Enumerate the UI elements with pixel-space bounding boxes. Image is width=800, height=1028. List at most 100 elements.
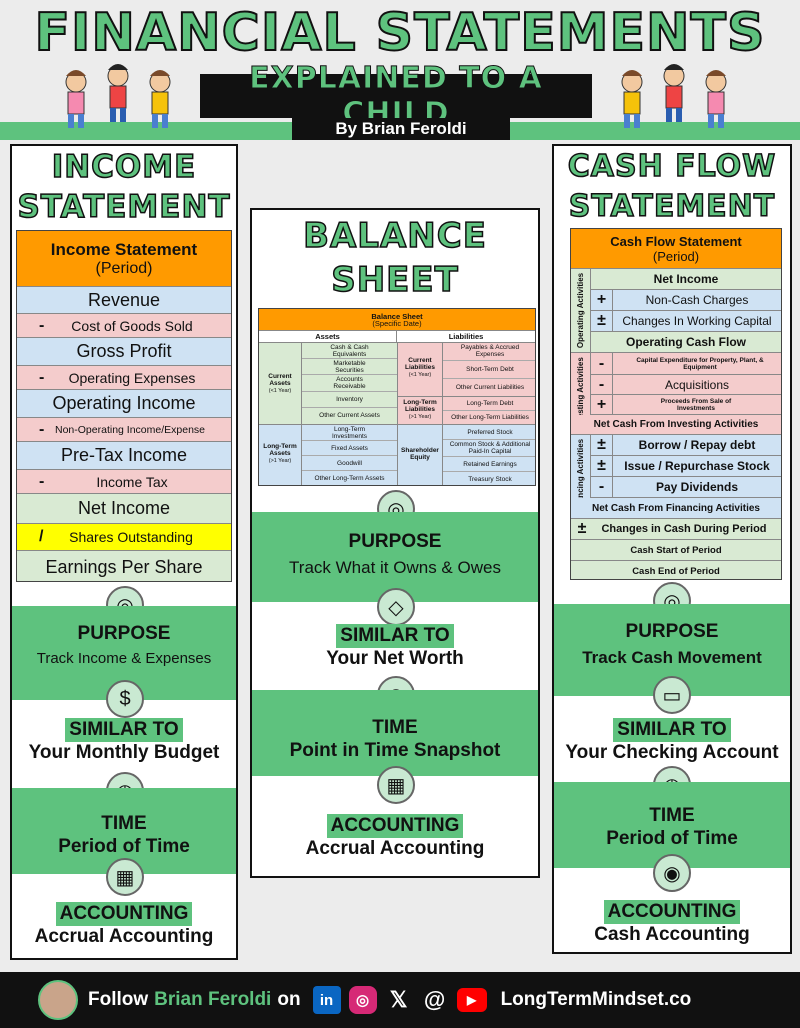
bs-lta-other: Other Long-Term Assets [314,475,385,482]
balance-similar-text: Your Net Worth [326,648,464,669]
bs-equity: Shareholder Equity [401,447,439,461]
instagram-icon[interactable]: ◎ [348,986,377,1014]
calculator-icon: ▦ [106,858,144,896]
bs-lt-liab-group: Long-Term Liabilities(>1 Year) Long-Term… [398,397,535,425]
income-time-section: TIME Period of Time [12,788,236,874]
is-operating-income: Operating Income [52,393,196,413]
is-table-header: Income Statement (Period) [17,231,231,287]
diamond-icon: ◇ [377,588,415,626]
plus-sign: + [591,290,613,310]
cf-row-ocf: Operating Cash Flow [591,332,781,353]
balance-time-label: TIME [368,716,422,740]
cf-operating-side: Operating Activities [571,269,591,353]
bs-lt-liab-label: Long-Term Liabilities(>1 Year) [400,399,440,421]
bs-eq-treasury: Treasury Stock [468,476,512,483]
cf-row-proceeds: +Proceeds From Sale of Investments [591,395,781,415]
income-statement-table: Income Statement (Period) Revenue -Cost … [16,230,232,582]
balance-accounting-text: Accrual Accounting [305,838,485,859]
income-accounting-text: Accrual Accounting [34,926,214,947]
is-pretax-income: Pre-Tax Income [60,445,188,465]
cf-row-cash-end: Cash End of Period [571,561,781,579]
balance-similar-section: SIMILAR TO Your Net Worth [252,624,538,690]
bs-equity-group: Shareholder Equity Preferred Stock Commo… [398,425,535,485]
subtitle-box: EXPLAINED TO A CHILD [200,61,592,132]
plus-minus-sign: ± [591,456,613,476]
plus-sign: + [591,395,613,414]
bs-lt-assets: Long-Term Assets [263,443,297,457]
footer-name[interactable]: Brian Feroldi [154,989,272,1010]
cf-row-net-financing: Net Cash From Financing Activities [571,498,781,519]
cf-cash-end: Cash End of Period [632,565,720,577]
bs-table-header: Balance Sheet (Specific Date) [259,309,535,331]
cash-heading-2: STATEMENT [568,188,776,225]
cash-purpose-text: Track Cash Movement [582,648,762,667]
cf-issue: Issue / Repurchase Stock [624,459,770,473]
cf-net-investing: Net Cash From Investing Activities [593,419,759,430]
balance-purpose-section: PURPOSE Track What it Owns & Owes [252,512,538,602]
bs-lt-liab: Long-Term Liabilities [403,399,437,413]
cash-time-label: TIME [645,804,699,828]
cf-row-noncash: + Non-Cash Charges [591,290,781,311]
cash-similar-section: SIMILAR TO Your Checking Account [554,718,790,782]
cf-capex: Capital Expenditure for Property, Plant,… [636,356,764,371]
income-statement-column: INCOME STATEMENT Income Statement (Perio… [10,144,238,960]
income-accounting-section: ACCOUNTING Accrual Accounting [12,902,236,958]
linkedin-icon[interactable]: in [312,986,341,1014]
is-row-shares: /Shares Outstanding [17,524,231,551]
cf-net-income: Net Income [653,272,719,286]
is-table-period: (Period) [95,259,153,277]
is-opex: Operating Expenses [68,369,196,386]
bs-ca-securities: Marketable Securities [302,359,397,375]
cf-noncash: Non-Cash Charges [645,293,749,307]
is-row-pretax: Pre-Tax Income [17,442,231,470]
bs-ltl-other: Other Long-Term Liabilities [451,414,529,421]
footer-follow: Follow [88,989,149,1010]
balance-accounting-section: ACCOUNTING Accrual Accounting [252,814,538,874]
cash-accounting-text: Cash Accounting [594,924,750,945]
bs-current-assets: Current Assets [268,373,292,387]
cf-net-financing: Net Cash From Financing Activities [592,502,760,514]
income-similar-text: Your Monthly Budget [28,742,220,763]
plus-minus-sign: ± [591,311,613,331]
bs-current-assets-sub: (<1 Year) [268,388,292,394]
bs-equity-label: Shareholder Equity [400,447,440,461]
threads-icon[interactable]: @ [423,987,446,1012]
bs-lt-assets-label: Long-Term Assets(>1 Year) [261,443,299,465]
bs-cl-other: Other Current Liabilities [455,384,525,391]
bs-lt-assets-group: Long-Term Assets(>1 Year) Long-Term Inve… [259,425,398,485]
bs-current-liab: Current Liabilities [405,357,435,371]
cash-heading-1: CASH FLOW [567,148,777,185]
cf-operating-label: Operating Activities [576,272,585,349]
footer-bar: Follow Brian Feroldi on in ◎ 𝕏 @ ▶ LongT… [0,972,800,1028]
bs-eq-preferred: Preferred Stock [443,425,535,440]
cf-ocf: Operating Cash Flow [625,335,746,349]
footer-site[interactable]: LongTermMindset.co [500,989,692,1010]
minus-sign: - [39,472,45,490]
cash-similar-label: SIMILAR TO [613,718,731,742]
balance-purpose-label: PURPOSE [344,530,446,554]
cash-accounting-label: ACCOUNTING [603,900,741,924]
bs-cl-list: Payables & Accrued Expenses Short-Term D… [442,343,535,397]
is-non-operating: Non-Operating Income/Expense [55,423,205,436]
income-heading-2: STATEMENT [17,188,231,226]
bs-ca-other: Other Current Assets [319,412,380,419]
coins-icon: ◉ [653,854,691,892]
byline: By Brian Feroldi [335,119,467,138]
cash-flow-column: CASH FLOW STATEMENT Cash Flow Statement … [552,144,792,954]
x-icon[interactable]: 𝕏 [389,987,408,1012]
bs-current-liab-group: Current Liabilities(<1 Year) Payables & … [398,343,535,397]
cash-accounting-section: ACCOUNTING Cash Accounting [554,900,790,952]
cf-row-cash-start: Cash Start of Period [571,540,781,561]
bs-eq-common: Common Stock & Additional Paid-In Capita… [443,440,535,457]
cf-row-issue: ± Issue / Repurchase Stock [591,456,781,477]
checkbook-icon: ▭ [653,676,691,714]
is-row-gross-profit: Gross Profit [17,338,231,366]
cf-row-working-capital: ±Changes In Working Capital [591,311,781,332]
bs-assets: Assets [315,332,340,341]
bs-liabilities: Liabilities [448,332,484,341]
youtube-icon[interactable]: ▶ [456,988,487,1012]
is-row-cogs: -Cost of Goods Sold [17,314,231,338]
cf-table-header: Cash Flow Statement (Period) [571,229,781,269]
calculator-icon: ▦ [377,766,415,804]
bs-eq-retained: Retained Earnings [443,457,535,472]
